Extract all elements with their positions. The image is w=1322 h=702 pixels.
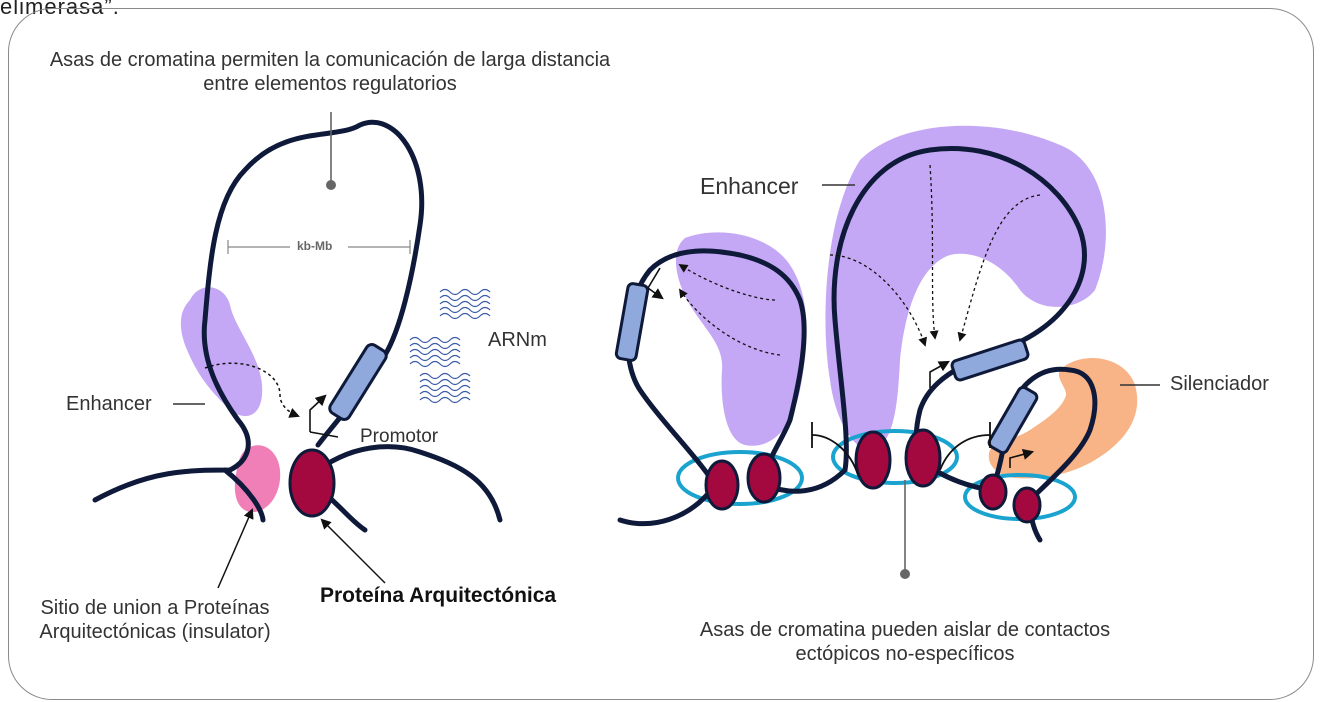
protein-pointer xyxy=(322,520,385,583)
architectural-protein-left xyxy=(290,450,334,516)
gene-body-left xyxy=(327,342,388,422)
enhancer-label-right: Enhancer xyxy=(700,172,798,200)
mrna-label: ARNm xyxy=(488,328,547,352)
gene-body-right-1 xyxy=(616,283,649,361)
scale-label: kb-Mb xyxy=(297,239,332,253)
architectural-protein-label: Proteína Arquitectónica xyxy=(320,584,556,608)
insulation-caption: Asas de cromatina pueden aislar de conta… xyxy=(655,618,1155,666)
binding-site-pointer xyxy=(218,510,252,588)
chromatin-tail-right xyxy=(318,447,500,520)
gene-body-right-2 xyxy=(951,339,1029,382)
mrna-transcripts xyxy=(410,290,490,403)
loop-pointer-dot xyxy=(326,180,336,190)
enhancer-label-left: Enhancer xyxy=(66,392,152,416)
enhancer-region-right-small xyxy=(676,232,807,445)
promoter-label: Promotor xyxy=(360,425,438,449)
promoter-arrow-left xyxy=(310,396,325,432)
loop-caption: Asas de cromatina permiten la comunicaci… xyxy=(40,48,620,96)
silencer-label: Silenciador xyxy=(1170,372,1269,396)
insulation-pointer-dot xyxy=(900,569,910,579)
binding-site-caption: Sitio de union a Proteínas Arquitectónic… xyxy=(20,596,290,644)
